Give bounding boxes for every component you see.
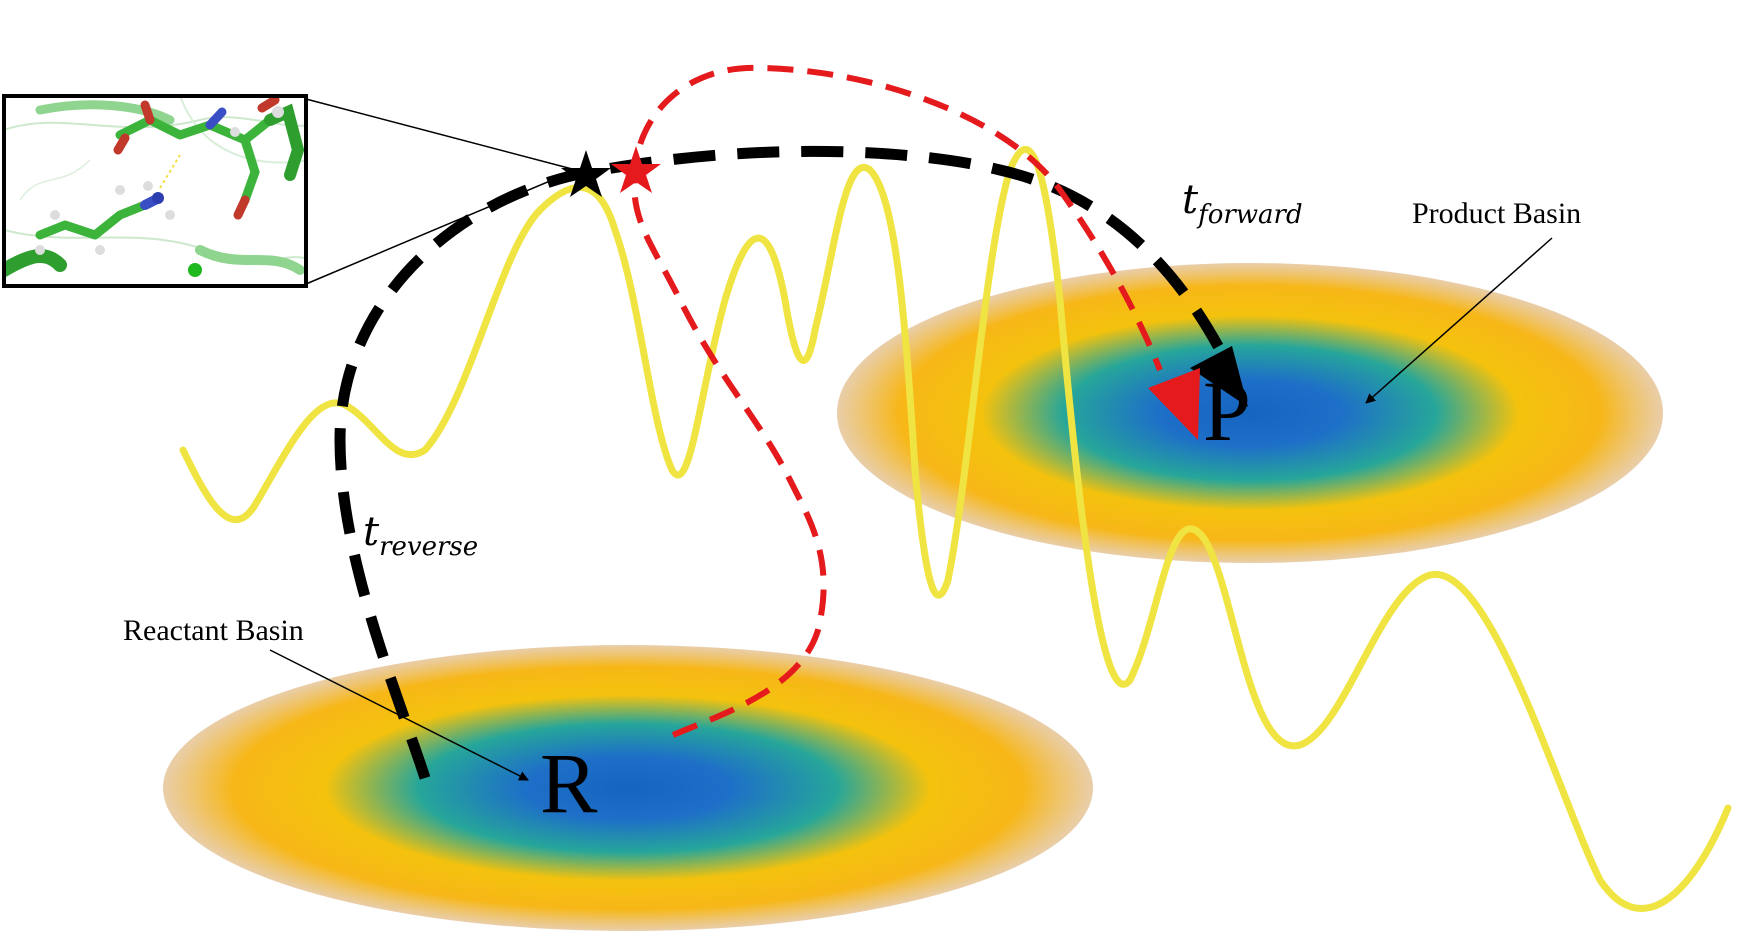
red-trajectory-path xyxy=(631,64,1163,738)
t-reverse-label: treverse xyxy=(363,509,478,562)
inset-connector-bottom xyxy=(305,169,577,285)
t-forward-label: tforward xyxy=(1182,177,1303,230)
t-reverse-main: t xyxy=(363,509,380,555)
reactant-basin-pointer xyxy=(269,649,529,781)
product-basin-label: Product Basin xyxy=(1412,197,1581,230)
red-trajectory-arrowhead xyxy=(1148,368,1200,440)
black-trajectory-arrowhead xyxy=(1190,346,1248,407)
t-reverse-subscript: reverse xyxy=(379,532,478,562)
product-basin xyxy=(837,263,1663,563)
product-label: P xyxy=(1203,363,1251,459)
reactant-basin xyxy=(163,645,1093,931)
molecular-structure-inset xyxy=(2,94,308,288)
t-forward-subscript: forward xyxy=(1196,200,1303,230)
black-trajectory-path xyxy=(334,145,1233,780)
t-forward-main: t xyxy=(1182,177,1199,223)
transition-state-star-icon xyxy=(561,150,611,197)
inset-border xyxy=(2,94,308,288)
reactant-basin-label: Reactant Basin xyxy=(123,614,304,647)
product-basin-pointer xyxy=(1365,237,1553,404)
reactant-label: R xyxy=(540,735,598,831)
alternate-transition-state-star-icon xyxy=(611,146,661,193)
energy-landscape-curve xyxy=(179,146,1732,912)
inset-connector-top xyxy=(305,98,577,171)
